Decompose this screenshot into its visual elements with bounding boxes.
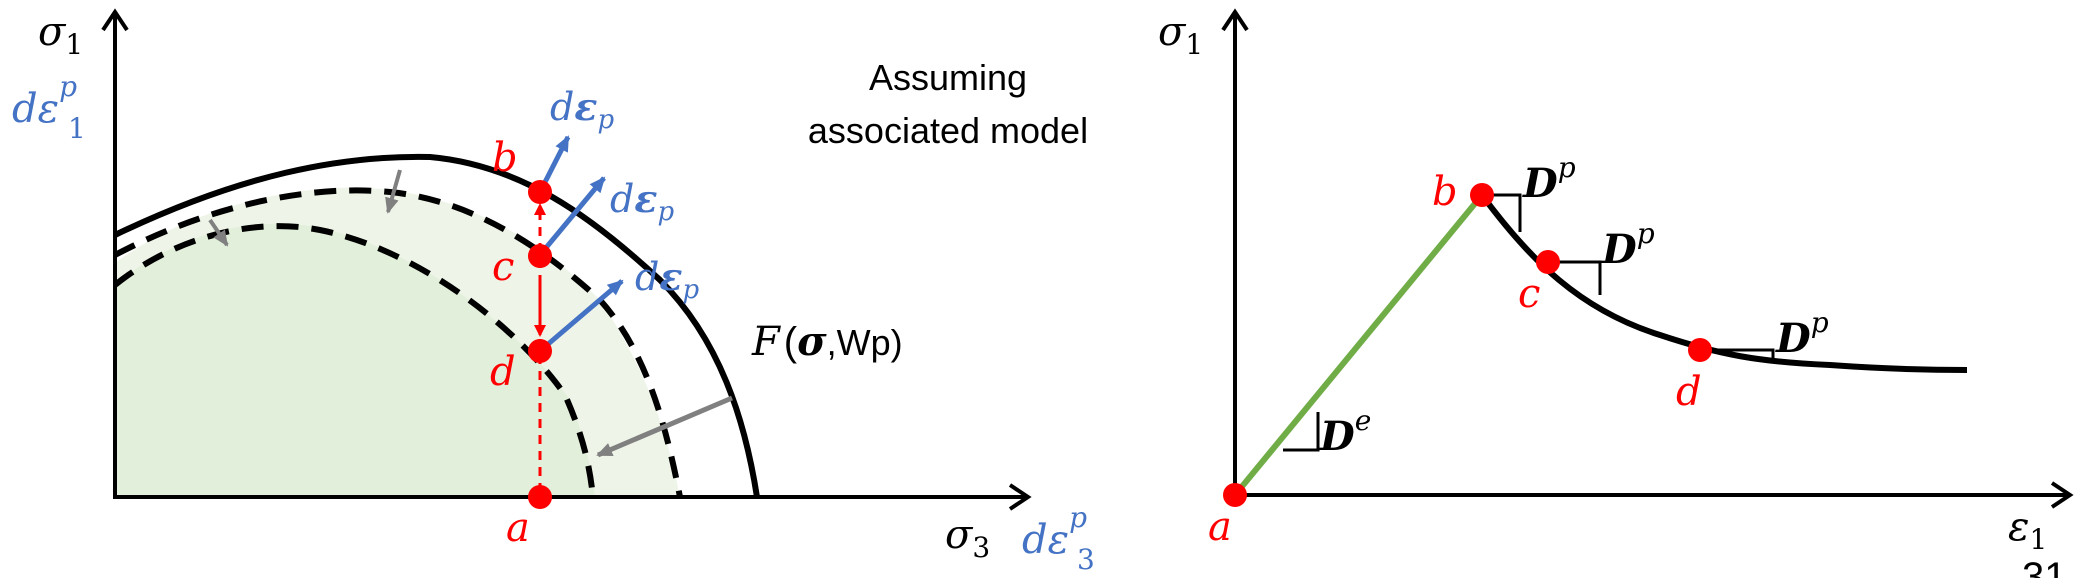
point-d-marker — [528, 339, 552, 363]
right-x-axis-arrowhead — [2050, 481, 2074, 509]
left-x-axis-label: σ3 — [945, 512, 990, 564]
strain-increment-arrow-c — [538, 176, 606, 257]
note-line-1: Assuming — [869, 57, 1027, 98]
reduced-yield-surface-dashed — [113, 223, 596, 498]
right-y-axis-arrowhead — [1221, 8, 1249, 32]
right-point-c-label: c — [1518, 271, 1540, 317]
stray-clipped-glyphs: 31 — [2022, 555, 2067, 578]
plastic-slope-triangle-d — [1700, 348, 1775, 362]
right-x-axis-label: ε1 — [2008, 504, 2047, 556]
plastic-modulus-label-d: Dp — [1775, 306, 1829, 362]
right-point-b-label: b — [1432, 169, 1458, 215]
point-b-marker — [528, 180, 552, 204]
right-point-d-label: d — [1676, 369, 1702, 415]
right-point-d-marker — [1688, 338, 1712, 362]
right-y-axis-label: σ1 — [1158, 9, 1203, 61]
contraction-arrow-3 — [596, 395, 733, 458]
point-a-label: a — [506, 505, 530, 551]
inner-elastic-region — [115, 223, 595, 497]
point-b-label: b — [492, 135, 518, 181]
right-panel: a b c d De Dp Dp Dp σ1 ε1 31 — [1158, 8, 2074, 578]
right-point-c-marker — [1536, 250, 1560, 274]
point-c-label: c — [492, 244, 514, 290]
plastic-modulus-label-b: Dp — [1522, 151, 1576, 207]
elastic-loading-line — [1232, 193, 1485, 497]
contraction-arrow-1 — [208, 218, 229, 247]
strain-increment-label-d: dεp — [635, 254, 699, 305]
intermediate-yield-surface-dashed — [113, 187, 683, 498]
yield-function-label: F(σ,Wp) — [751, 318, 903, 365]
right-point-b-marker — [1470, 183, 1494, 207]
strain-increment-label-c: dεp — [610, 176, 674, 227]
left-y-axis-arrowhead — [101, 8, 129, 32]
note-line-2: associated model — [808, 110, 1088, 151]
strain-increment-arrow-d — [538, 279, 624, 353]
point-a-marker — [528, 485, 552, 509]
point-d-label: d — [490, 349, 516, 395]
left-y-axis-label: σ1 — [38, 9, 83, 61]
point-c-marker — [528, 244, 552, 268]
elastic-modulus-label: De — [1319, 404, 1371, 460]
contraction-arrow-2 — [385, 169, 402, 214]
right-point-a-marker — [1223, 483, 1247, 507]
strain-increment-label-b: dεp — [550, 84, 614, 135]
plastic-modulus-label-c: Dp — [1601, 217, 1655, 273]
elastic-slope-triangle — [1283, 412, 1320, 452]
right-point-a-label: a — [1208, 504, 1232, 550]
plastic-slope-triangle-b — [1482, 193, 1522, 232]
plastic-slope-triangle-c — [1548, 260, 1602, 295]
left-x-axis-arrowhead — [1008, 483, 1032, 511]
softening-curve — [1479, 193, 1968, 373]
